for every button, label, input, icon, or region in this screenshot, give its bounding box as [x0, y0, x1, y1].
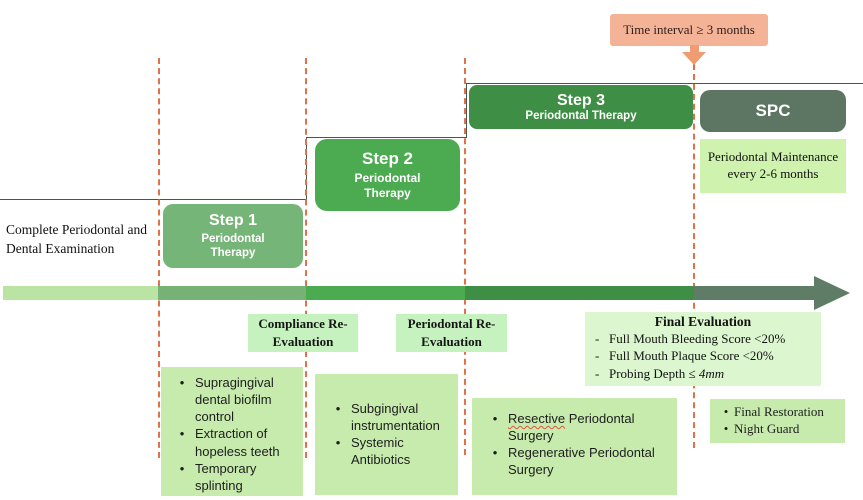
- stair-riser-2: [466, 83, 467, 138]
- timeline-seg-step2: [306, 286, 465, 300]
- time-interval-note: Time interval ≥ 3 months: [610, 14, 768, 46]
- final-evaluation-item: Probing Depth ≤ 4mm: [593, 365, 813, 382]
- periodontal-reevaluation-text: Periodontal Re-Evaluation: [407, 316, 496, 349]
- step3-box: Step 3 Periodontal Therapy: [469, 85, 693, 129]
- periodontal-reevaluation-label: Periodontal Re-Evaluation: [396, 314, 507, 352]
- step3-subtitle: Periodontal Therapy: [525, 109, 637, 122]
- step1-subtitle: Periodontal Therapy: [201, 232, 265, 259]
- treatment-item: Night Guard: [718, 420, 843, 437]
- spc-box: SPC: [700, 90, 846, 132]
- step2-box: Step 2 Periodontal Therapy: [315, 139, 460, 211]
- step3-treatments-panel: Resective Periodontal Surgery Regenerati…: [472, 398, 677, 495]
- spc-maintenance-note: Periodontal Maintenance every 2-6 months: [700, 139, 846, 193]
- step1-box: Step 1 Periodontal Therapy: [163, 204, 303, 268]
- spc-treatments-panel: Final Restoration Night Guard: [710, 399, 845, 443]
- step3-title: Step 3: [556, 91, 605, 109]
- final-evaluation-item: Full Mouth Plaque Score <20%: [593, 347, 813, 364]
- timeline-arrowhead-icon: [814, 276, 850, 310]
- time-interval-arrow-icon: [682, 52, 706, 65]
- examination-label: Complete Periodontal and Dental Examinat…: [6, 222, 147, 256]
- step1-title: Step 1: [208, 211, 257, 229]
- phase-divider-3: [464, 58, 466, 455]
- step2-treatments-panel: Subgingival instrumentation Systemic Ant…: [315, 374, 458, 495]
- time-interval-text: Time interval ≥ 3 months: [623, 22, 755, 37]
- treatment-item: Supragingival dental biofilm control: [169, 374, 299, 425]
- stair-line-mid: [306, 137, 466, 138]
- timeline-seg-spc: [694, 286, 816, 300]
- treatment-item: Regenerative Periodontal Surgery: [482, 444, 673, 478]
- final-evaluation-title: Final Evaluation: [654, 314, 752, 329]
- stair-line-top: [466, 83, 863, 84]
- spc-title: SPC: [755, 101, 791, 120]
- treatment-item: Resective Periodontal Surgery: [482, 410, 673, 444]
- step2-title: Step 2: [361, 149, 414, 168]
- timeline-seg-step1: [158, 286, 306, 300]
- phase-divider-1: [158, 58, 160, 458]
- treatment-item: Systemic Antibiotics: [325, 434, 454, 468]
- final-evaluation-item: Full Mouth Bleeding Score <20%: [593, 330, 813, 347]
- timeline-seg-exam: [3, 286, 158, 300]
- phase-divider-2: [305, 58, 307, 458]
- treatment-item: Subgingival instrumentation: [325, 400, 454, 434]
- timeline-seg-step3: [465, 286, 694, 300]
- time-interval-arrow-stem: [690, 45, 699, 53]
- step2-subtitle: Periodontal Therapy: [354, 171, 421, 200]
- treatment-item: Extraction of hopeless teeth: [169, 425, 299, 459]
- spc-maintenance-text: Periodontal Maintenance every 2-6 months: [707, 149, 839, 181]
- misspelled-word: Resective: [508, 411, 566, 426]
- final-evaluation-panel: Final Evaluation Full Mouth Bleeding Sco…: [585, 312, 821, 386]
- compliance-reevaluation-text: Compliance Re-Evaluation: [258, 316, 348, 349]
- treatment-item: Temporary splinting: [169, 460, 299, 494]
- stair-line-bottom: [0, 199, 306, 200]
- compliance-reevaluation-label: Compliance Re-Evaluation: [248, 314, 358, 352]
- step1-treatments-panel: Supragingival dental biofilm control Ext…: [161, 367, 303, 496]
- treatment-item: Final Restoration: [718, 403, 843, 420]
- phase-divider-4: [693, 64, 695, 448]
- probing-depth-value: 4mm: [698, 365, 725, 381]
